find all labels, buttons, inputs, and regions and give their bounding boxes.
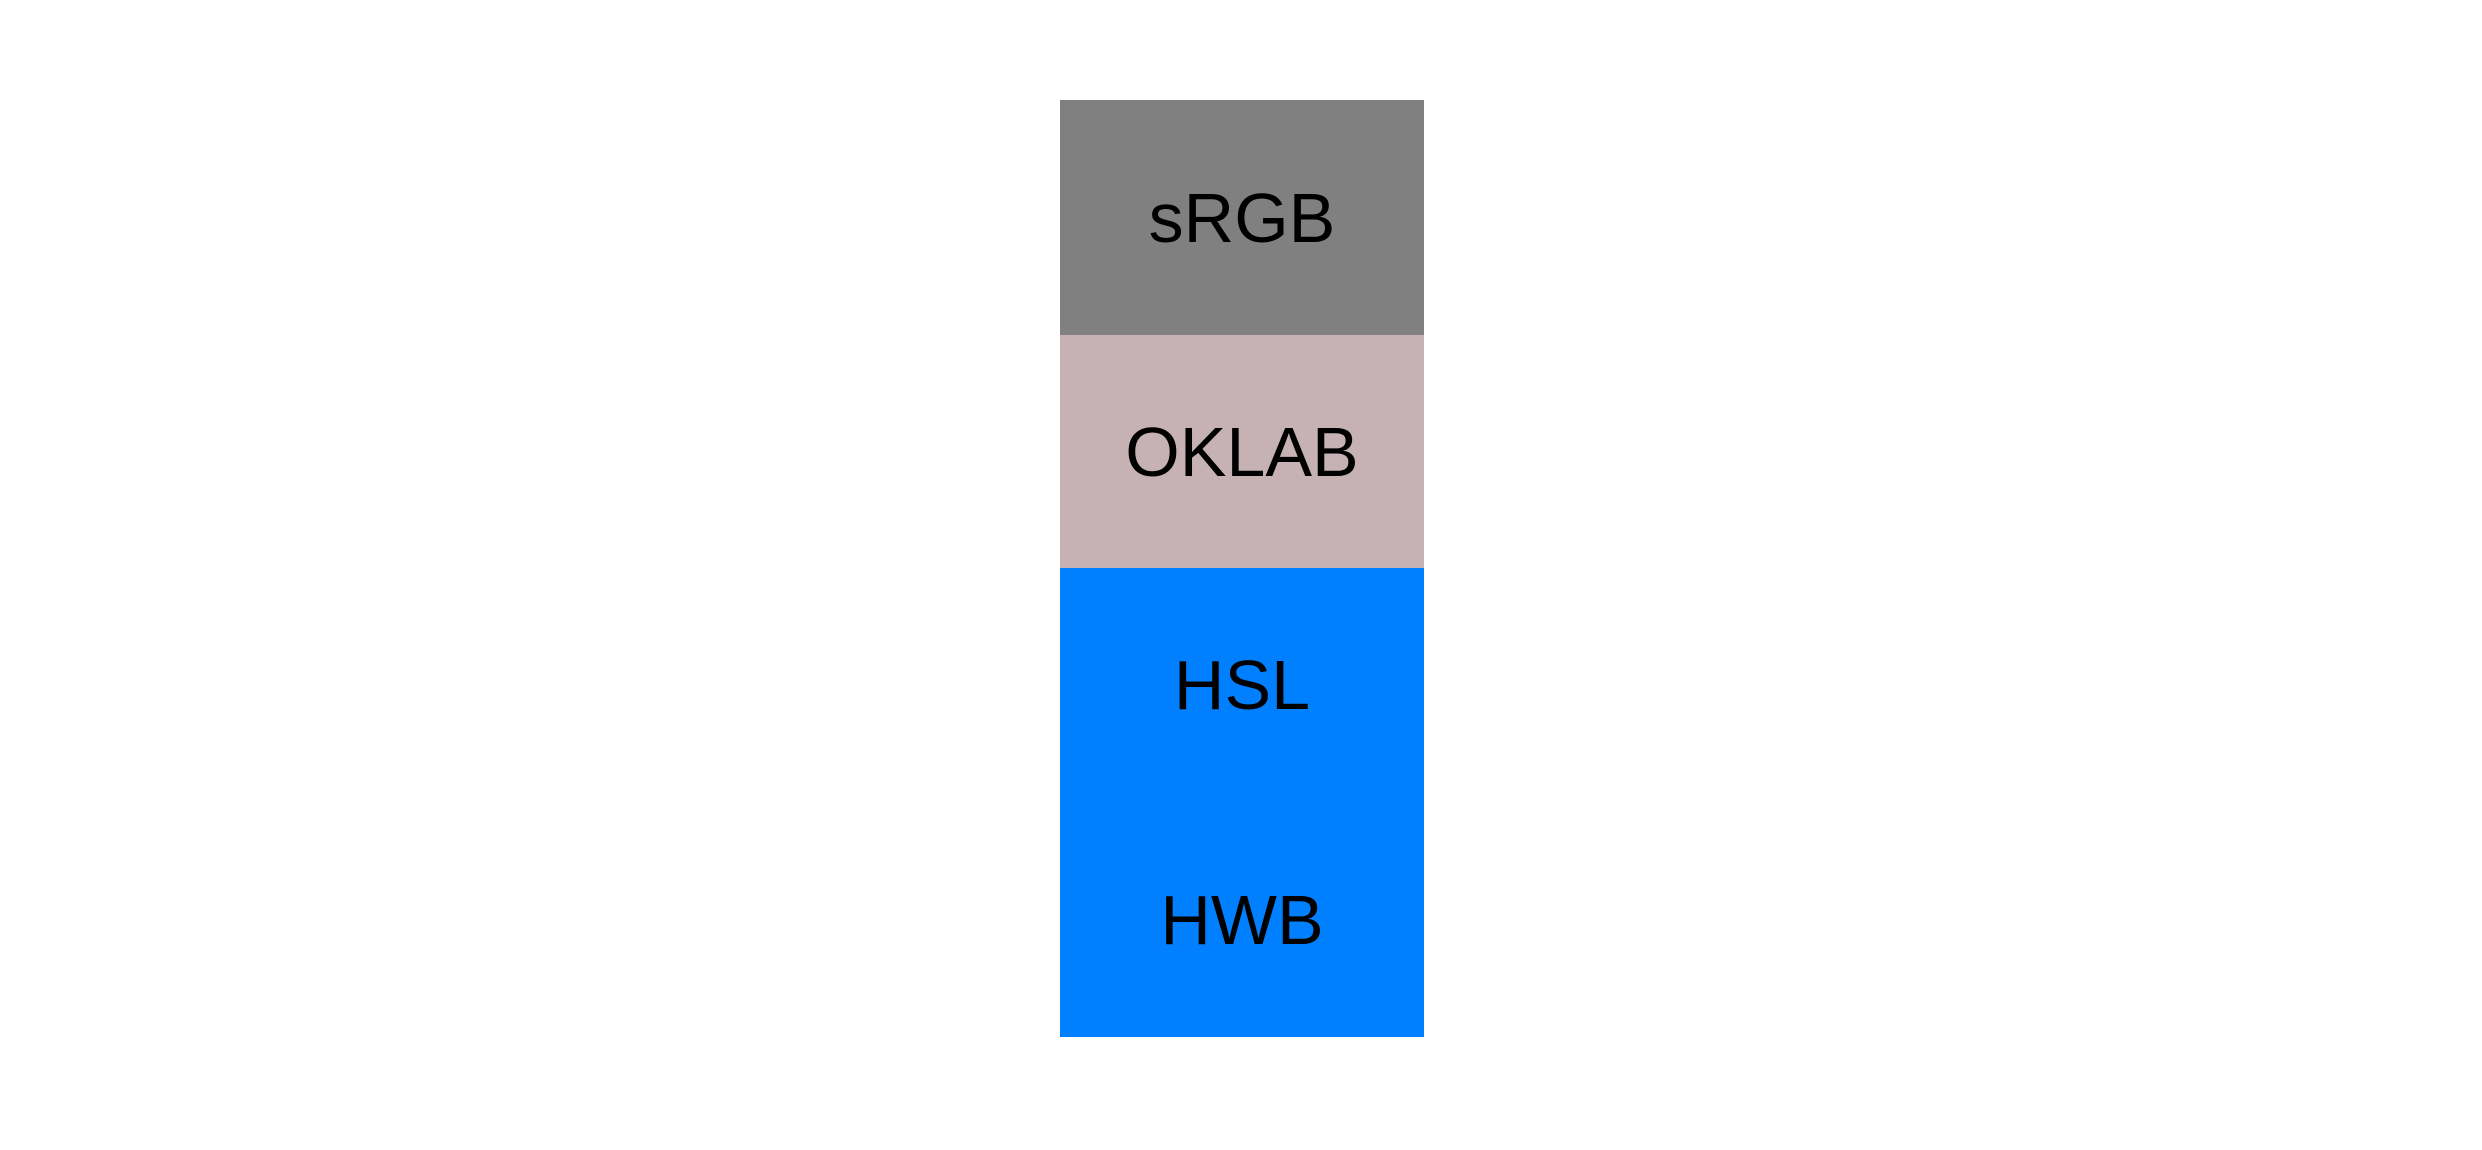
swatch-label-hwb: HWB: [1160, 880, 1324, 959]
swatch-hwb[interactable]: HWB: [1060, 802, 1424, 1037]
swatch-label-oklab: OKLAB: [1125, 412, 1359, 491]
swatch-label-hsl: HSL: [1173, 646, 1311, 724]
swatch-srgb[interactable]: sRGB: [1060, 100, 1424, 335]
swatch-hsl[interactable]: HSL: [1060, 568, 1424, 802]
swatch-oklab[interactable]: OKLAB: [1060, 335, 1424, 568]
swatch-stack: sRGB OKLAB HSL HWB: [1060, 100, 1424, 1037]
swatch-label-srgb: sRGB: [1148, 178, 1336, 257]
